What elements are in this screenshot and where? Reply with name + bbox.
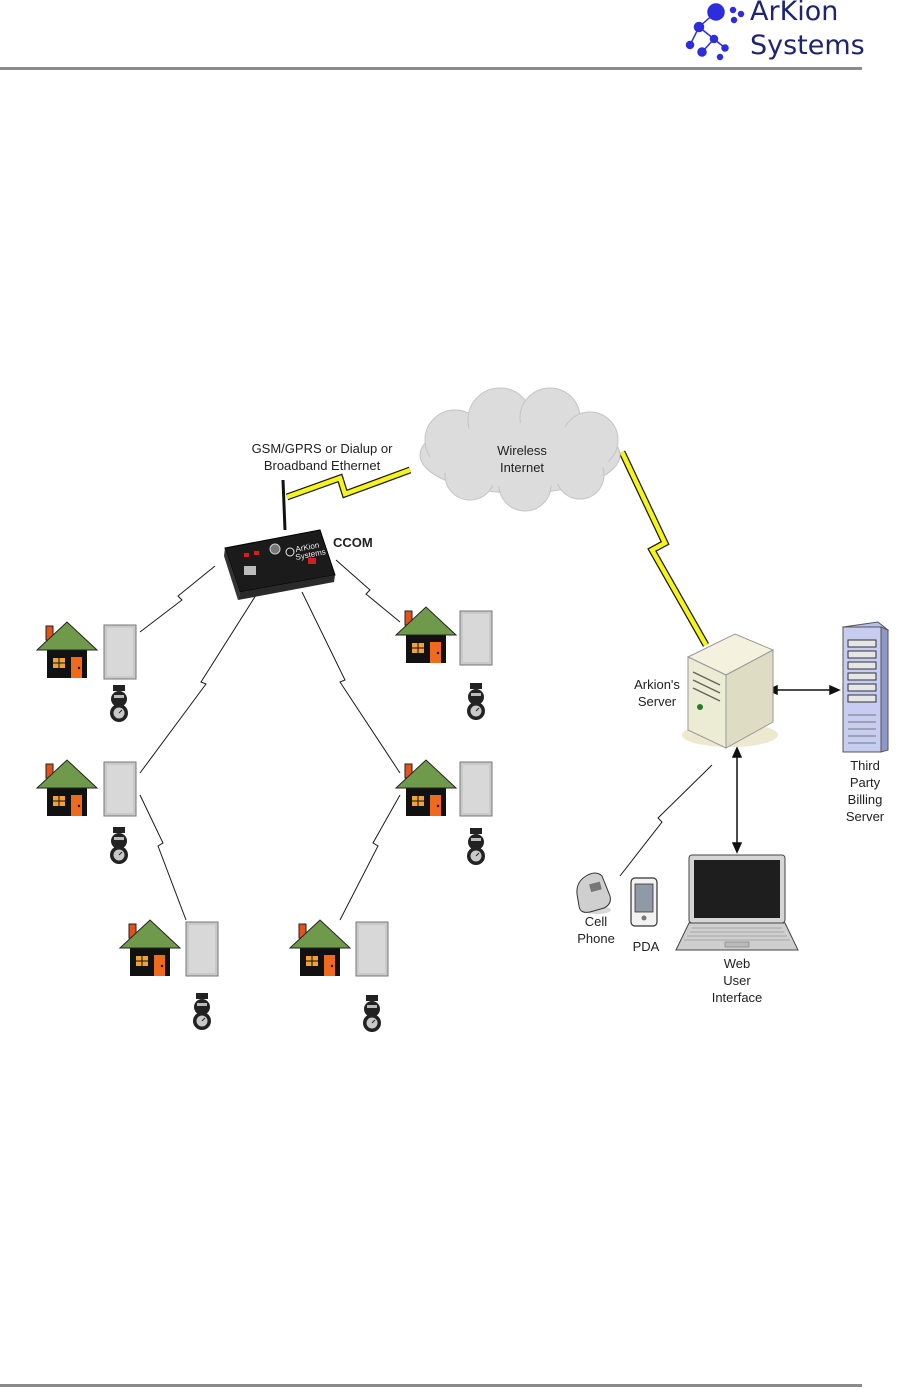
cell-phone-label-line2: Phone [566, 931, 626, 947]
house-node-3-icon [120, 920, 218, 1030]
link-type-label-line2: Broadband Ethernet [232, 458, 412, 474]
ccom-device-icon: ArKion Systems [224, 480, 335, 600]
house-node-4-icon [396, 607, 492, 720]
house-node-5-icon [396, 760, 492, 865]
cell-phone-icon [577, 873, 611, 914]
billing-server-label-line4: Server [830, 809, 900, 825]
link-type-label-line1: GSM/GPRS or Dialup or [232, 441, 412, 457]
billing-server-icon [843, 622, 888, 752]
arkion-server-label-line2: Server [622, 694, 692, 710]
web-ui-label-line2: User [697, 973, 777, 989]
cloud-label-line1: Wireless [472, 443, 572, 459]
billing-server-label-line2: Party [830, 775, 900, 791]
billing-server-label-line3: Billing [830, 792, 900, 808]
billing-server-label-line1: Third [830, 758, 900, 774]
arkion-server-label-line1: Arkion's [622, 677, 692, 693]
web-ui-label-line3: Interface [697, 990, 777, 1006]
laptop-icon [676, 855, 798, 950]
footer-rule [0, 1384, 862, 1387]
cloud-label-line2: Internet [472, 460, 572, 476]
house-node-6-icon [290, 920, 388, 1032]
web-ui-label-line1: Web [697, 956, 777, 972]
arkion-server-icon [682, 634, 778, 748]
pda-label: PDA [619, 939, 673, 955]
house-node-1-icon [37, 622, 136, 722]
cell-phone-label-line1: Cell [566, 914, 626, 930]
pda-icon [631, 878, 657, 926]
ccom-label: CCOM [333, 535, 383, 551]
house-node-2-icon [37, 760, 136, 864]
